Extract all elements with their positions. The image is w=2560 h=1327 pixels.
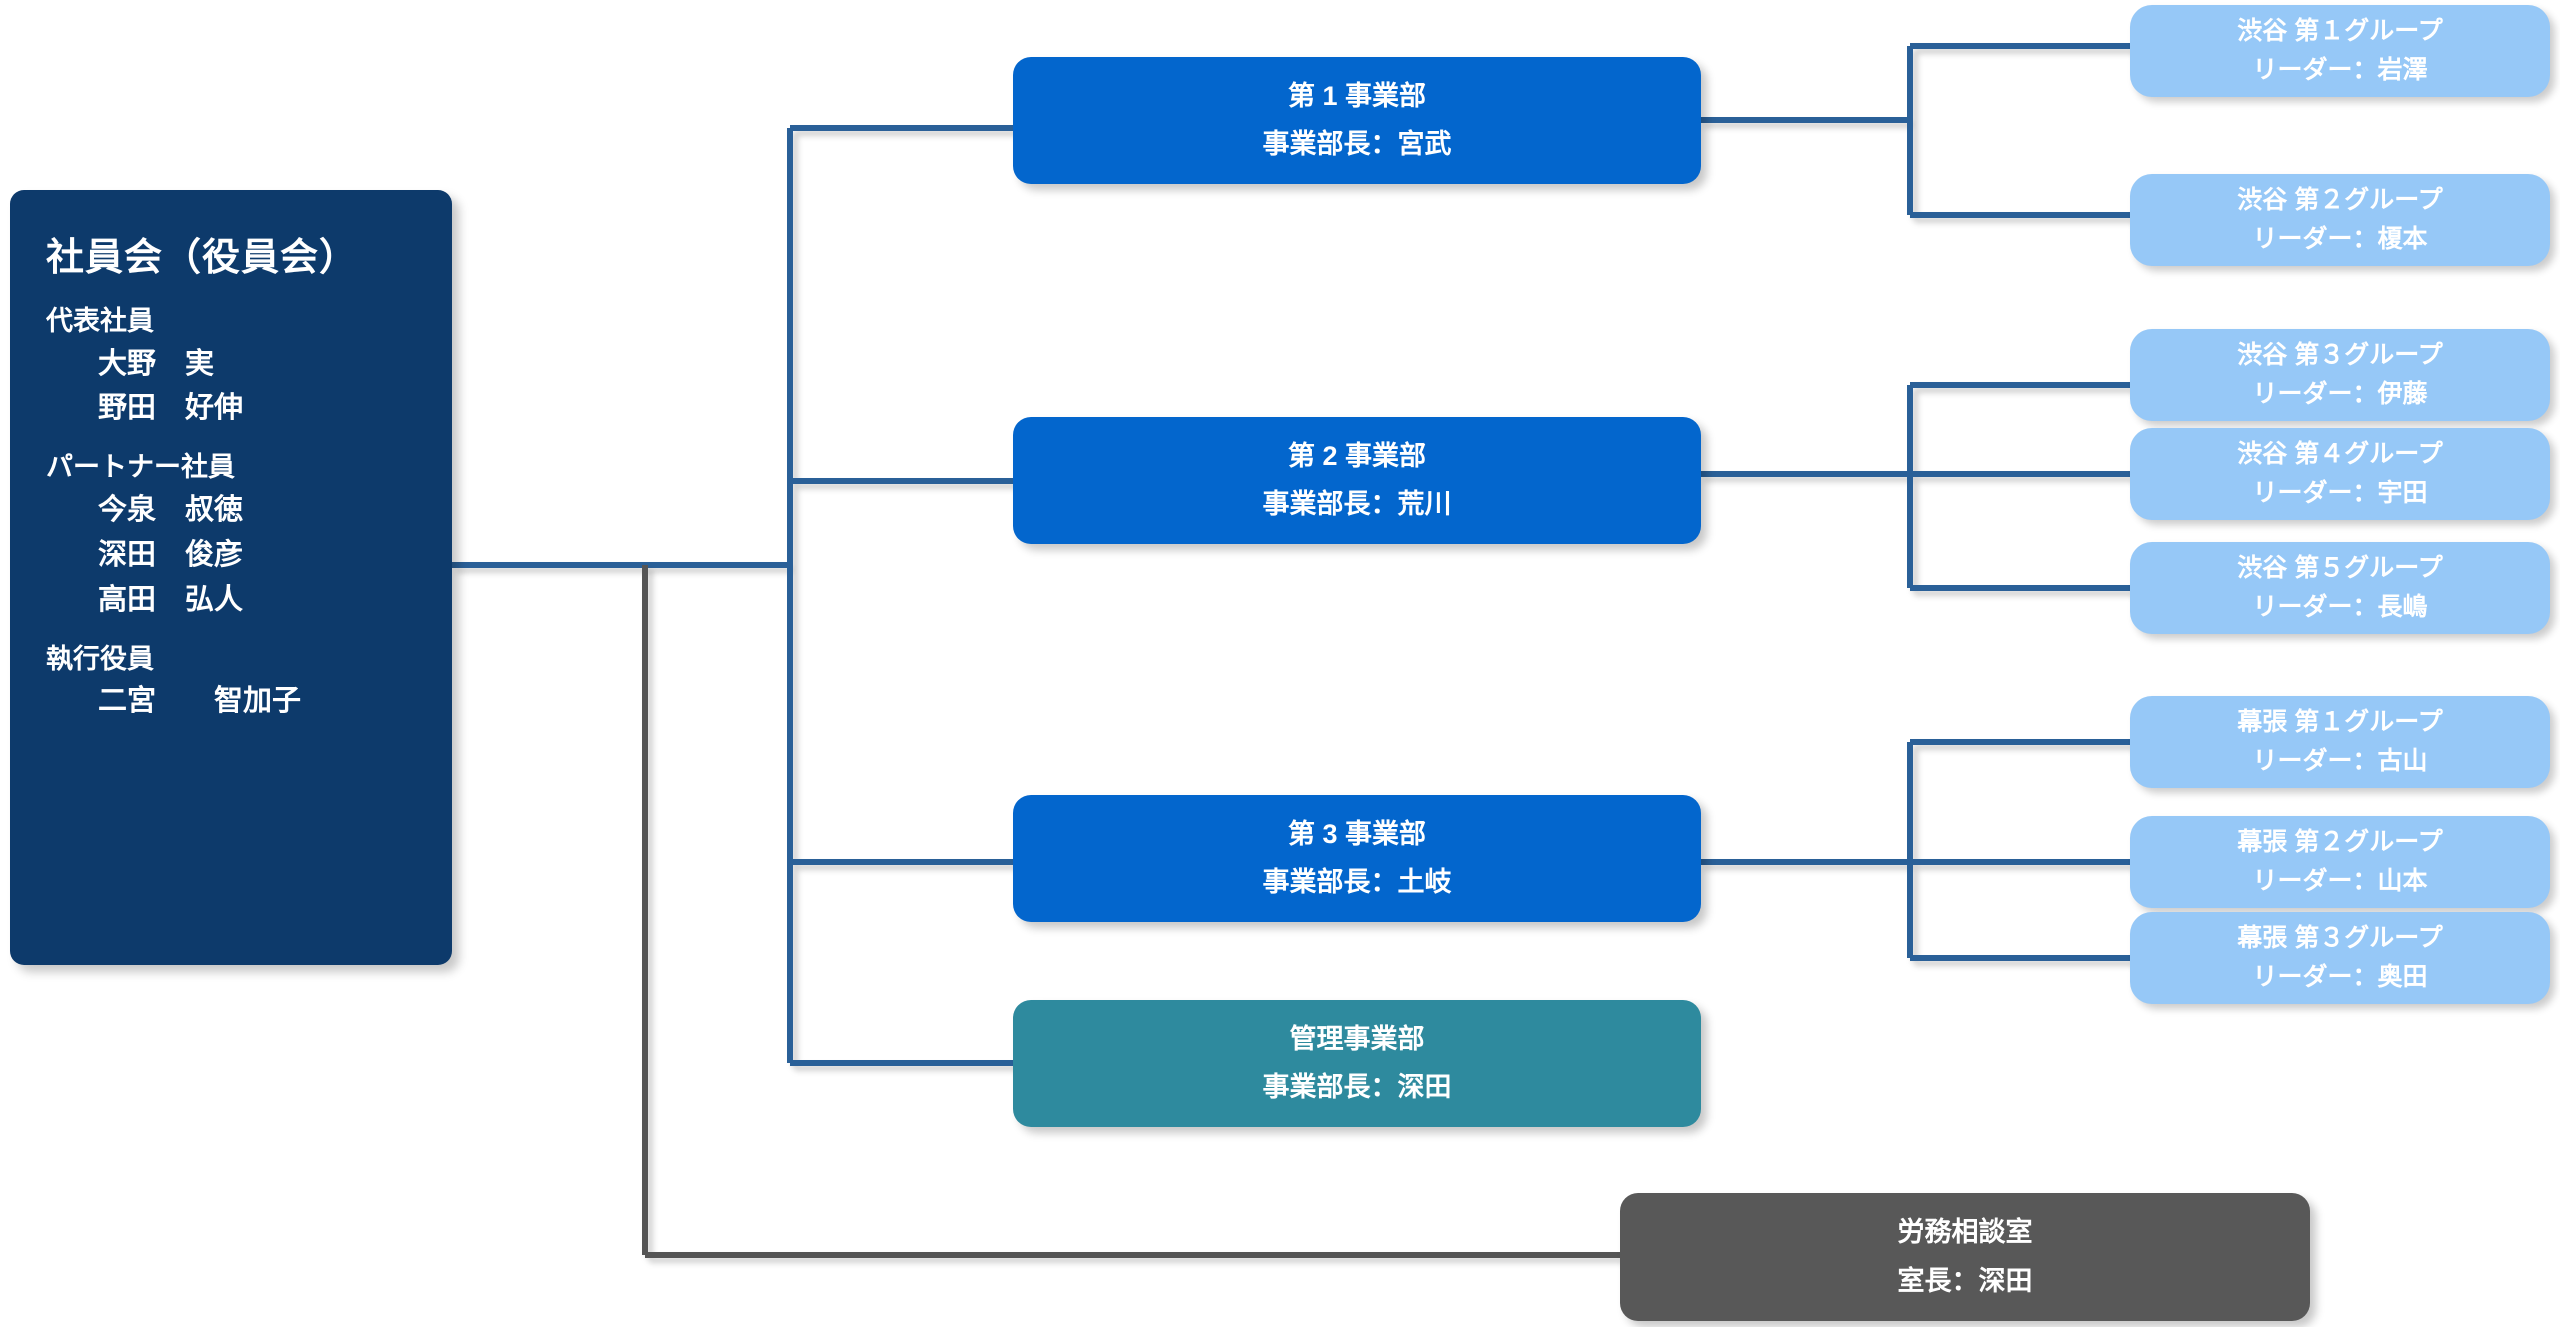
- division-name: 第 2 事業部: [1287, 441, 1427, 472]
- division-head: 事業部長：荒川: [1262, 488, 1452, 519]
- group-leader: リーダー：長嶋: [2252, 593, 2428, 621]
- office-node-labor-consultation[interactable]: 労務相談室 室長：深田: [1620, 1193, 2310, 1321]
- group-name: 幕張 第１グループ: [2237, 708, 2443, 737]
- group-name: 渋谷 第２グループ: [2237, 186, 2443, 215]
- group-node-shibuya-3[interactable]: 渋谷 第３グループ リーダー：伊藤: [2130, 329, 2550, 421]
- root-section-executive: 執行役員 二宮 智加子: [10, 639, 452, 724]
- group-leader: リーダー：伊藤: [2252, 380, 2428, 408]
- group-name: 渋谷 第１グループ: [2237, 17, 2443, 46]
- division-node-2[interactable]: 第 2 事業部 事業部長：荒川: [1013, 417, 1701, 544]
- group-node-makuhari-1[interactable]: 幕張 第１グループ リーダー：古山: [2130, 696, 2550, 788]
- group-node-shibuya-2[interactable]: 渋谷 第２グループ リーダー：榎本: [2130, 174, 2550, 266]
- group-name: 渋谷 第５グループ: [2237, 554, 2443, 583]
- group-leader: リーダー：宇田: [2252, 479, 2428, 507]
- blue-connector-group: [452, 43, 2130, 1066]
- group-leader: リーダー：榎本: [2252, 225, 2428, 253]
- root-section-heading: パートナー社員: [46, 452, 235, 483]
- root-node-shareholders-board[interactable]: 社員会（役員会） 代表社員 大野 実 野田 好伸 パートナー社員 今泉 叔徳 深…: [10, 190, 452, 965]
- division-node-admin[interactable]: 管理事業部 事業部長：深田: [1013, 1000, 1701, 1127]
- group-name: 渋谷 第３グループ: [2237, 341, 2443, 370]
- division-head: 事業部長：宮武: [1262, 128, 1452, 159]
- root-member: 今泉 叔徳: [98, 493, 244, 526]
- group-node-shibuya-5[interactable]: 渋谷 第５グループ リーダー：長嶋: [2130, 542, 2550, 634]
- group-node-makuhari-2[interactable]: 幕張 第２グループ リーダー：山本: [2130, 816, 2550, 908]
- group-leader: リーダー：奥田: [2252, 963, 2428, 991]
- division-node-3[interactable]: 第 3 事業部 事業部長：土岐: [1013, 795, 1701, 922]
- group-name: 幕張 第２グループ: [2237, 828, 2443, 857]
- root-member: 二宮 智加子: [98, 685, 302, 718]
- root-section-representative: 代表社員 大野 実 野田 好伸: [10, 301, 452, 431]
- group-leader: リーダー：岩澤: [2252, 56, 2428, 84]
- root-member: 大野 実: [98, 347, 215, 380]
- root-section-heading: 代表社員: [46, 306, 154, 336]
- group-leader: リーダー：山本: [2252, 867, 2428, 895]
- division-head: 事業部長：土岐: [1262, 866, 1452, 897]
- root-section-partner: パートナー社員 今泉 叔徳 深田 俊彦 高田 弘人: [10, 447, 452, 622]
- group-node-makuhari-3[interactable]: 幕張 第３グループ リーダー：奥田: [2130, 912, 2550, 1004]
- group-leader: リーダー：古山: [2252, 747, 2428, 775]
- division-name: 第 1 事業部: [1287, 81, 1427, 112]
- division-name: 管理事業部: [1289, 1024, 1425, 1055]
- office-head: 室長：深田: [1897, 1266, 2033, 1296]
- root-section-heading: 執行役員: [46, 643, 154, 674]
- root-member: 深田 俊彦: [98, 538, 244, 571]
- division-name: 第 3 事業部: [1287, 819, 1427, 850]
- gray-connector-group: [642, 565, 1620, 1258]
- group-name: 渋谷 第４グループ: [2237, 440, 2443, 469]
- division-head: 事業部長：深田: [1262, 1071, 1452, 1102]
- root-member: 野田 好伸: [98, 392, 244, 425]
- group-node-shibuya-4[interactable]: 渋谷 第４グループ リーダー：宇田: [2130, 428, 2550, 520]
- group-node-shibuya-1[interactable]: 渋谷 第１グループ リーダー：岩澤: [2130, 5, 2550, 97]
- division-node-1[interactable]: 第 1 事業部 事業部長：宮武: [1013, 57, 1701, 184]
- office-name: 労務相談室: [1897, 1217, 2033, 1248]
- root-member: 高田 弘人: [98, 583, 244, 616]
- group-name: 幕張 第３グループ: [2237, 924, 2443, 953]
- root-title: 社員会（役員会）: [46, 237, 359, 279]
